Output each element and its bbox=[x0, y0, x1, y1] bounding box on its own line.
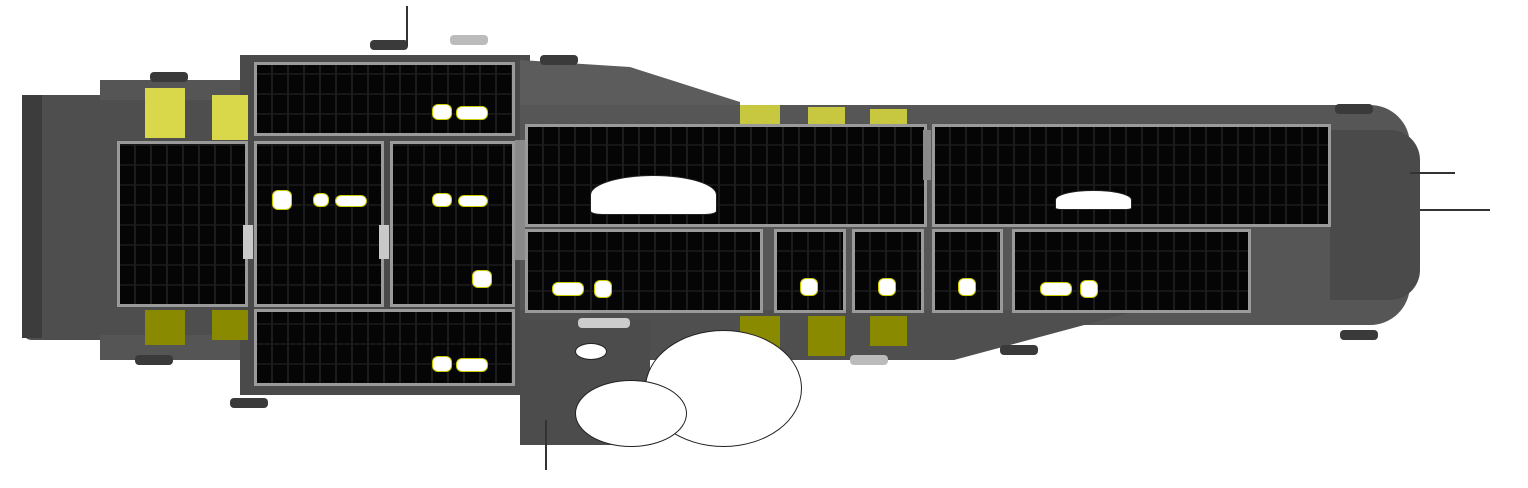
stripe bbox=[870, 316, 907, 346]
console bbox=[1040, 282, 1072, 296]
antenna bbox=[406, 6, 408, 46]
stripe bbox=[808, 316, 845, 356]
console bbox=[958, 278, 976, 296]
console bbox=[456, 106, 488, 120]
weapon-mount[interactable] bbox=[578, 318, 630, 328]
stripe bbox=[212, 310, 248, 340]
console bbox=[552, 282, 584, 296]
weapon-mount[interactable] bbox=[450, 35, 488, 45]
stripe bbox=[740, 105, 780, 125]
weapon-mount[interactable] bbox=[1335, 104, 1373, 114]
weapon-mount[interactable] bbox=[1340, 330, 1378, 340]
door[interactable] bbox=[379, 225, 389, 259]
console bbox=[1055, 190, 1132, 210]
console bbox=[590, 175, 717, 215]
room[interactable] bbox=[254, 309, 515, 386]
console bbox=[432, 193, 452, 207]
stripe bbox=[870, 109, 907, 125]
weapon-mount[interactable] bbox=[150, 72, 188, 82]
console bbox=[432, 356, 452, 372]
console bbox=[800, 278, 818, 296]
weapon-mount[interactable] bbox=[540, 55, 578, 65]
room[interactable] bbox=[525, 229, 763, 313]
console bbox=[432, 104, 452, 120]
weapon-mount[interactable] bbox=[370, 40, 408, 50]
console bbox=[594, 280, 612, 298]
room[interactable] bbox=[852, 229, 924, 313]
room[interactable] bbox=[774, 229, 846, 313]
console bbox=[472, 270, 492, 288]
console bbox=[272, 190, 292, 210]
console bbox=[335, 195, 367, 207]
room[interactable] bbox=[254, 62, 515, 136]
door[interactable] bbox=[515, 140, 525, 260]
gun-barrel bbox=[1410, 172, 1455, 174]
shield-dome bbox=[575, 380, 687, 447]
stripe bbox=[212, 95, 248, 140]
stripe bbox=[145, 310, 185, 345]
door[interactable] bbox=[923, 130, 931, 180]
room[interactable] bbox=[117, 141, 248, 307]
console bbox=[458, 195, 488, 207]
door[interactable] bbox=[243, 225, 253, 259]
weapon-mount[interactable] bbox=[135, 355, 173, 365]
room[interactable] bbox=[525, 124, 927, 227]
stripe bbox=[145, 88, 185, 138]
room[interactable] bbox=[1012, 229, 1251, 313]
shield-dome bbox=[575, 343, 607, 360]
console bbox=[1080, 280, 1098, 298]
weapon-mount[interactable] bbox=[850, 355, 888, 365]
gun-barrel bbox=[1420, 209, 1490, 211]
hull-nose bbox=[1330, 130, 1420, 300]
antenna bbox=[545, 420, 547, 470]
room[interactable] bbox=[254, 141, 384, 307]
room[interactable] bbox=[932, 124, 1331, 227]
console bbox=[878, 278, 896, 296]
room[interactable] bbox=[932, 229, 1003, 313]
weapon-mount[interactable] bbox=[1000, 345, 1038, 355]
room[interactable] bbox=[390, 141, 515, 307]
engine bbox=[22, 95, 42, 338]
weapon-mount[interactable] bbox=[230, 398, 268, 408]
stripe bbox=[808, 107, 845, 125]
console bbox=[456, 358, 488, 372]
console bbox=[313, 193, 329, 207]
